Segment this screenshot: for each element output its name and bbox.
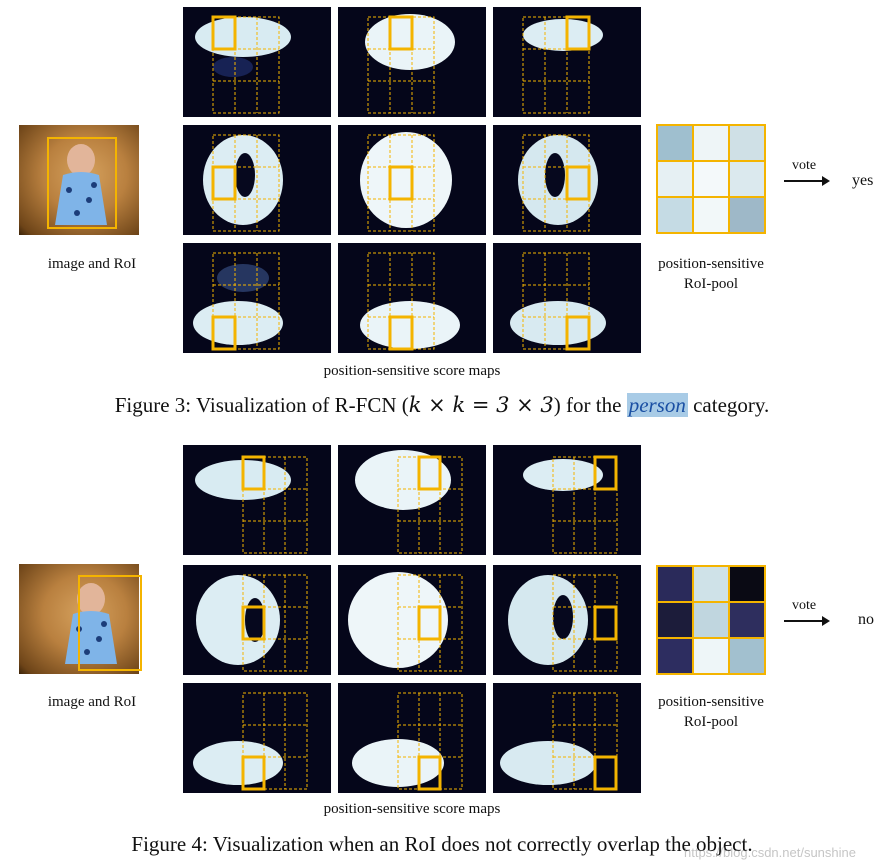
vote-label: vote (792, 158, 817, 173)
score-map (493, 125, 641, 235)
roi-box (47, 137, 117, 229)
figure-3-caption: Figure 3: Visualization of R-FCN (k × k … (0, 393, 884, 418)
score-map (183, 565, 331, 675)
caption-math: k × k = 3 × 3 (408, 393, 554, 417)
image-roi-label: image and RoI (47, 256, 137, 272)
pool-cell-6 (730, 162, 764, 196)
roi-pool-grid (656, 565, 766, 675)
score-map (493, 565, 641, 675)
caption-highlight: person (626, 393, 688, 417)
image-roi-label: image and RoI (47, 694, 137, 710)
vote-result: no (858, 611, 874, 628)
pool-cell-2 (694, 126, 728, 160)
pool-cell-7 (658, 639, 692, 673)
roi-box (78, 575, 142, 671)
vote-label: vote (792, 598, 817, 613)
pool-cell-4 (658, 162, 692, 196)
roi-pool-grid (656, 124, 766, 234)
score-maps-label: position-sensitive score maps (323, 801, 501, 817)
pool-cell-1 (658, 126, 692, 160)
score-map (338, 445, 486, 555)
figure-4-caption: Figure 4: Visualization when an RoI does… (131, 832, 753, 856)
pool-cell-5 (694, 603, 728, 637)
score-map (493, 7, 641, 117)
roi-pool-label-line2: RoI-pool (683, 276, 739, 292)
pool-cell-8 (694, 198, 728, 232)
roi-pool-label-line2: RoI-pool (683, 714, 739, 730)
score-map (183, 445, 331, 555)
pool-cell-2 (694, 567, 728, 601)
pool-cell-9 (730, 198, 764, 232)
pool-cell-3 (730, 126, 764, 160)
pool-cell-1 (658, 567, 692, 601)
score-map (338, 7, 486, 117)
score-maps-label: position-sensitive score maps (323, 363, 501, 379)
roi-pool-label: position-sensitive RoI-pool (636, 692, 786, 732)
caption-prefix: Figure 3: Visualization of R-FCN ( (114, 393, 409, 417)
caption-suffix: category. (687, 393, 770, 417)
roi-pool-label-line1: position-sensitive (658, 694, 764, 710)
caption-mid: ) for the (553, 393, 627, 417)
input-image (19, 125, 139, 235)
figure-4: image and RoI (0, 440, 884, 868)
vote-result: yes (852, 172, 874, 189)
vote-arrow-icon (784, 616, 830, 626)
score-map (338, 683, 486, 793)
score-map (183, 125, 331, 235)
figure-3: image and RoI (0, 0, 884, 430)
pool-cell-3 (730, 567, 764, 601)
baby-photo-illustration (55, 144, 107, 225)
roi-pool-label-line1: position-sensitive (658, 256, 764, 272)
score-map (338, 243, 486, 353)
pool-cell-8 (694, 639, 728, 673)
score-map (183, 7, 331, 117)
roi-pool-label: position-sensitive RoI-pool (636, 254, 786, 294)
score-map (338, 125, 486, 235)
score-map (338, 565, 486, 675)
score-map (183, 683, 331, 793)
pool-cell-6 (730, 603, 764, 637)
score-map (493, 445, 641, 555)
pool-cell-4 (658, 603, 692, 637)
score-map (493, 683, 641, 793)
score-map (493, 243, 641, 353)
watermark: https://blog.csdn.net/sunshine (683, 845, 856, 860)
vote-arrow-icon (784, 176, 830, 186)
pool-cell-5 (694, 162, 728, 196)
pool-cell-9 (730, 639, 764, 673)
score-map (183, 243, 331, 353)
pool-cell-7 (658, 198, 692, 232)
